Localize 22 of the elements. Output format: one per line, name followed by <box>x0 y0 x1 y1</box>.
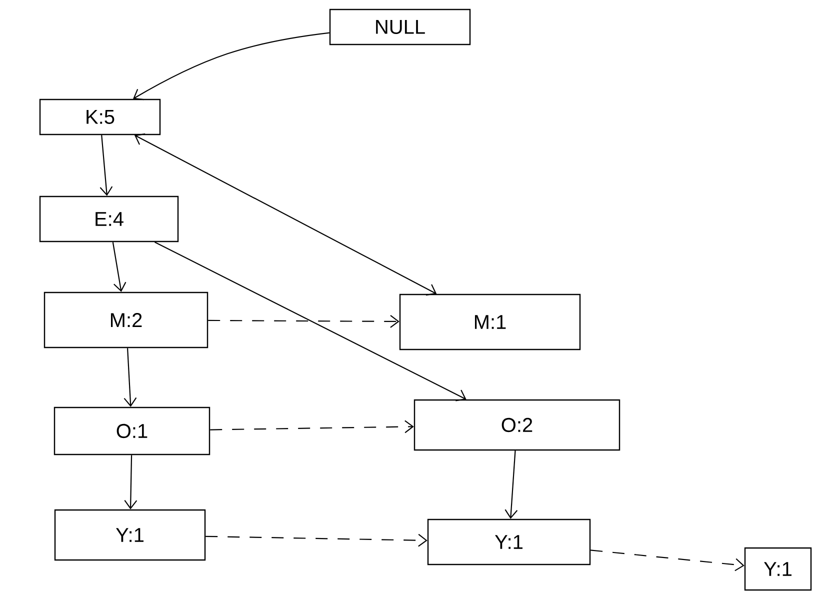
arrow <box>154 242 466 402</box>
arrow <box>590 550 744 572</box>
arrow <box>504 450 518 519</box>
node-box: K:5 <box>39 98 161 136</box>
node-box: E:4 <box>39 196 179 242</box>
node-box: M:2 <box>44 292 208 348</box>
arrow <box>208 315 400 328</box>
node-box: Y:1 <box>427 518 591 566</box>
node-box: O:2 <box>414 399 620 451</box>
node-box: Y:1 <box>744 547 812 591</box>
arrow <box>206 534 428 547</box>
arrow <box>210 420 414 434</box>
arrow <box>134 133 437 296</box>
node-box: O:1 <box>54 406 210 456</box>
node-box: Y:1 <box>54 509 206 561</box>
node-box: M:1 <box>399 294 581 350</box>
node-box: NULL <box>329 8 471 46</box>
arrow <box>124 348 137 407</box>
arrow <box>100 135 113 196</box>
arrow <box>112 242 126 292</box>
arrow <box>133 32 330 100</box>
arrow <box>124 455 138 510</box>
